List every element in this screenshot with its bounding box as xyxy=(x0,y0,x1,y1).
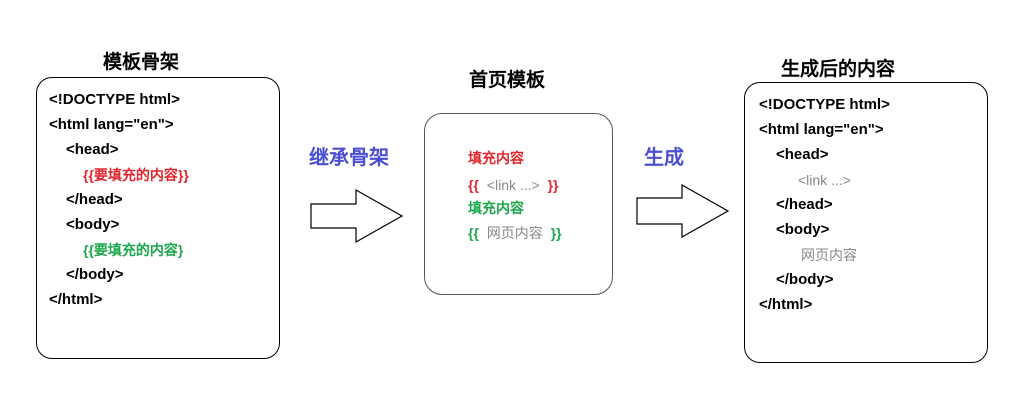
skeleton-title: 模板骨架 xyxy=(103,52,180,73)
skeleton-line-html-open: <html lang="en"> xyxy=(49,116,174,133)
homepage-title: 首页模板 xyxy=(469,70,546,91)
homepage-box: 填充内容 {{ <link ...> }} 填充内容 {{ 网页内容 }} xyxy=(424,113,613,295)
homepage-body-close-brace: }} xyxy=(550,225,562,241)
homepage-fill-head-block: {{ <link ...> }} xyxy=(468,176,559,194)
generated-line-head-open: <head> xyxy=(776,146,829,163)
skeleton-line-head-open: <head> xyxy=(66,141,119,158)
generated-line-body-close: </body> xyxy=(776,271,834,288)
generated-line-html-close: </html> xyxy=(759,296,813,313)
generated-line-link: <link ...> xyxy=(798,172,851,188)
generated-line-head-close: </head> xyxy=(776,196,833,213)
skeleton-line-body-close: </body> xyxy=(66,266,124,283)
homepage-head-close-brace: }} xyxy=(547,177,559,193)
homepage-head-link: <link ...> xyxy=(486,177,540,193)
generated-line-content: 网页内容 xyxy=(801,247,857,263)
generated-line-html-open: <html lang="en"> xyxy=(759,121,884,138)
inherit-skeleton-label: 继承骨架 xyxy=(309,147,389,169)
homepage-fill-body-label: 填充内容 xyxy=(468,200,524,216)
generated-line-doctype: <!DOCTYPE html> xyxy=(759,96,890,113)
generated-box: <!DOCTYPE html> <html lang="en"> <head> … xyxy=(744,82,988,363)
homepage-head-open-brace: {{ xyxy=(468,177,479,193)
homepage-fill-head-label: 填充内容 xyxy=(468,150,524,166)
inherit-arrow-icon xyxy=(310,188,404,244)
skeleton-line-body-open: <body> xyxy=(66,216,120,233)
generated-line-body-open: <body> xyxy=(776,221,830,238)
generate-label: 生成 xyxy=(644,147,684,169)
generate-arrow-icon xyxy=(636,183,730,239)
skeleton-line-body-placeholder: {{要填充的内容} xyxy=(83,242,184,258)
homepage-fill-body-block: {{ 网页内容 }} xyxy=(468,224,562,242)
skeleton-line-doctype: <!DOCTYPE html> xyxy=(49,91,180,108)
skeleton-box: <!DOCTYPE html> <html lang="en"> <head> … xyxy=(36,77,280,359)
homepage-body-open-brace: {{ xyxy=(468,225,479,241)
skeleton-line-head-close: </head> xyxy=(66,191,123,208)
skeleton-line-head-placeholder: {{要填充的内容}} xyxy=(83,167,189,183)
skeleton-line-html-close: </html> xyxy=(49,291,103,308)
homepage-body-content: 网页内容 xyxy=(486,225,543,241)
generated-title: 生成后的内容 xyxy=(781,59,896,80)
